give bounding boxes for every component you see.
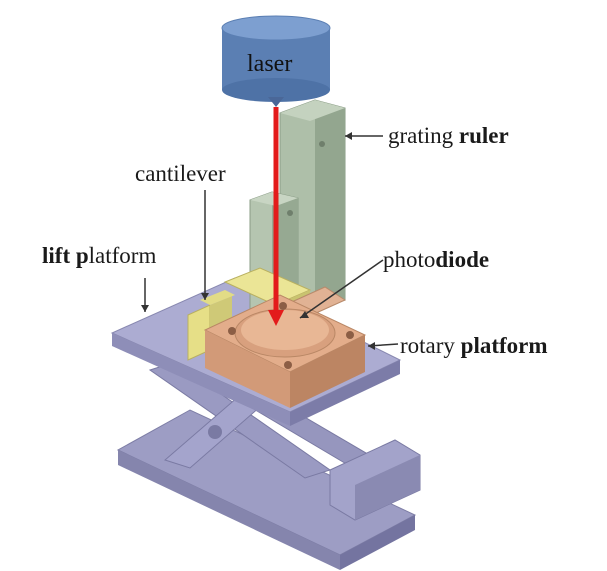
lift-platform-label-bold1: lift	[42, 243, 71, 268]
lift-platform-label-rest: latform	[88, 243, 157, 268]
cantilever-assembly	[187, 267, 312, 361]
photodiode-label-plain: photo	[383, 247, 436, 272]
laser-unit	[221, 15, 331, 107]
rotary-platform-label: rotary platform	[400, 334, 548, 357]
grating-ruler-label-plain: grating	[388, 123, 459, 148]
grating-ruler-label: grating ruler	[388, 124, 509, 147]
leader-lines	[141, 132, 399, 350]
rotary-platform	[203, 294, 367, 408]
lift-platform-label-bold2: p	[75, 243, 89, 268]
photodiode-label-bold: diode	[435, 247, 490, 272]
lift-platform-label: lift platform	[42, 244, 156, 267]
cantilever-label: cantilever	[135, 161, 226, 186]
laser-label: laser	[247, 51, 293, 77]
rotary-platform-label-bold: platform	[460, 333, 548, 358]
rotary-platform-label-plain: rotary	[400, 333, 461, 358]
grating-ruler-label-bold: ruler	[458, 123, 509, 148]
photodiode-leader	[299, 259, 384, 319]
laser-beam	[268, 107, 284, 326]
photodiode-label: photodiode	[383, 248, 489, 271]
